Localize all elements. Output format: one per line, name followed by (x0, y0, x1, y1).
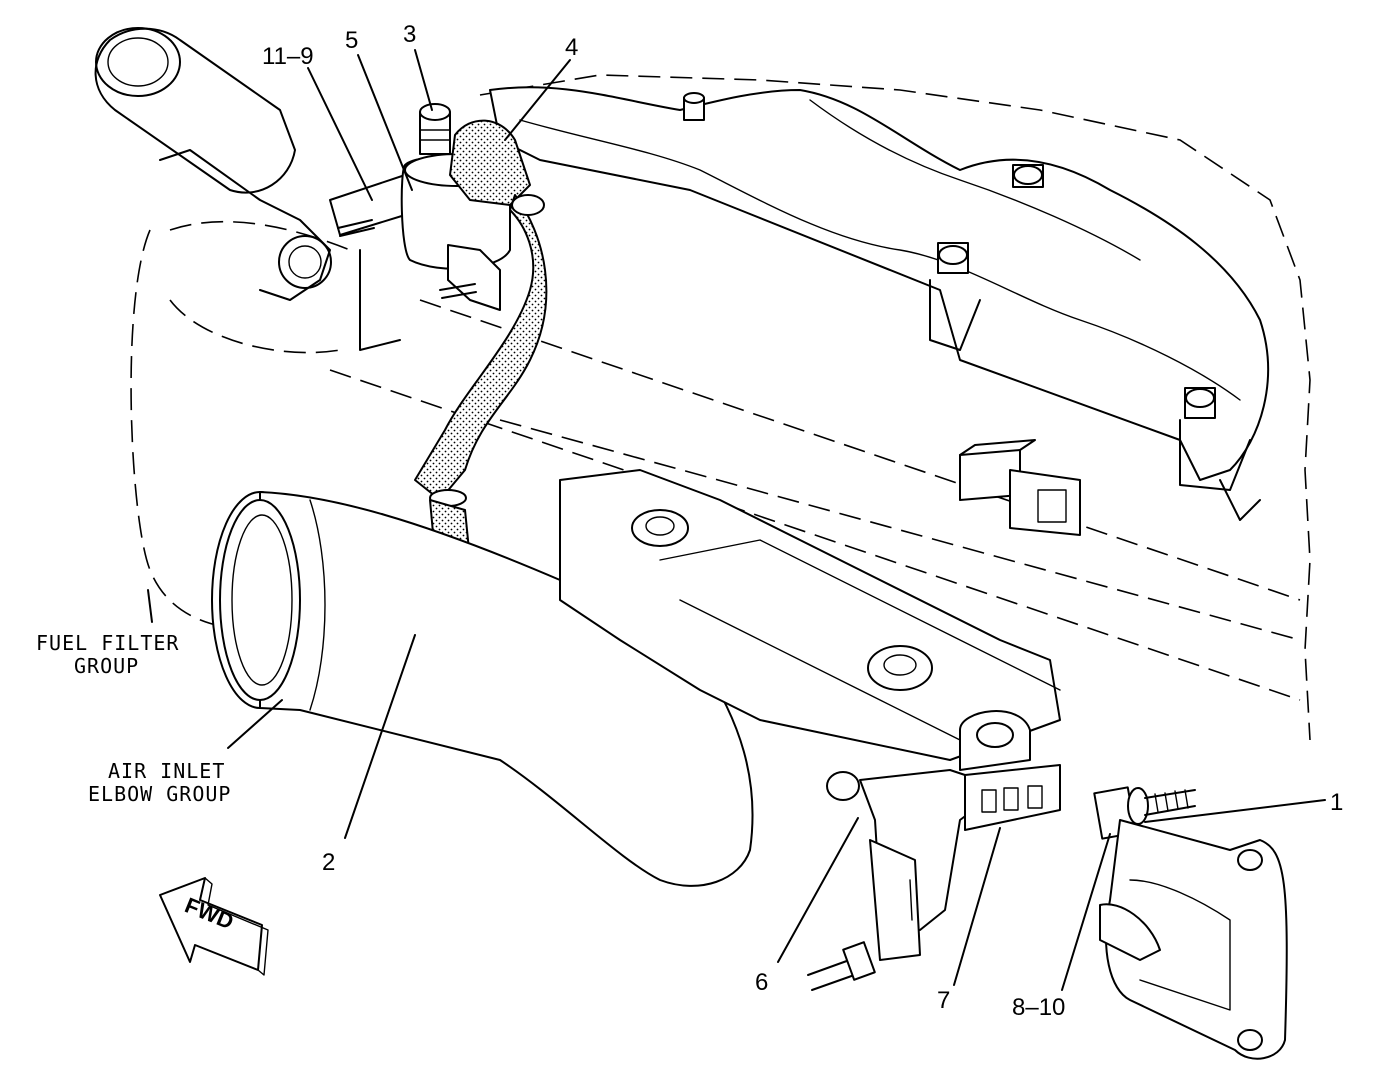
valve-cover-bolt (1179, 387, 1251, 491)
valve-cover (489, 86, 1269, 521)
valve-cover-bolt (683, 92, 705, 121)
electrical-connector (959, 439, 1081, 536)
fuel-filter (94, 27, 401, 351)
intake-manifold (559, 469, 1061, 771)
forward-direction-arrow: FWD (159, 877, 269, 976)
callout-5: 5 (345, 27, 358, 54)
air-inlet-elbow (211, 491, 754, 887)
callout-7: 7 (937, 987, 950, 1014)
callout-1: 1 (1330, 789, 1343, 816)
callout-2: 2 (322, 849, 335, 876)
valve-cover-bolt (1012, 164, 1044, 188)
valve-cover-bolt (929, 242, 981, 351)
speed-sensor-assembly (329, 103, 531, 311)
callout-6: 6 (755, 969, 768, 996)
callout-3: 3 (403, 21, 416, 48)
mounting-bracket (807, 764, 1196, 991)
fuel-filter-note-line1: FUEL FILTER (36, 631, 179, 655)
callout-11-9: 11–9 (262, 43, 314, 70)
fuel-filter-note-line2: GROUP (74, 654, 139, 678)
callout-4: 4 (565, 34, 578, 61)
leader-lines (147, 49, 1326, 991)
air-inlet-note-line2: ELBOW GROUP (88, 782, 231, 806)
flange-plate (1099, 819, 1288, 1060)
callout-8-10: 8–10 (1012, 994, 1065, 1021)
air-inlet-note-line1: AIR INLET (108, 759, 225, 783)
